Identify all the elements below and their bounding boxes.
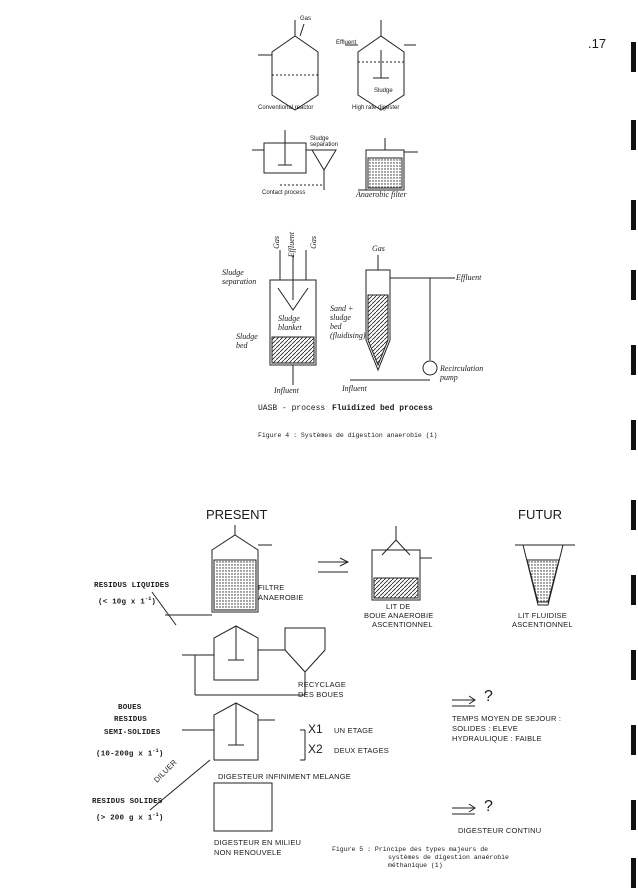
uasb-label-sludge-blanket: Sludge blanket <box>278 314 302 332</box>
label-fluidized-bed-process: Fluidized bed process <box>332 404 433 413</box>
label-filtre: FILTRE <box>258 583 285 592</box>
question-mark-2: ? <box>484 798 493 815</box>
label-solides-eleve: SOLIDES : ELEVE <box>452 724 518 733</box>
figure-5-caption-line-2: systèmes de digestion anaérobie <box>388 854 509 861</box>
arrow-q2 <box>452 803 476 815</box>
uasb-label-sludge-separation: Sludge separation <box>222 268 257 286</box>
label-deux-etages: DEUX ETAGES <box>334 746 389 755</box>
label-digesteur-continu: DIGESTEUR CONTINU <box>458 826 542 835</box>
diluer-arrow <box>149 759 211 811</box>
label-ascentionnel-2: ASCENTIONNEL <box>512 620 573 629</box>
fb-label-recirculation-pump: Recirculation pump <box>440 364 484 382</box>
label-lit-fluidise: LIT FLUIDISE <box>518 611 567 620</box>
filtre-anaerobie-diagram <box>165 525 272 616</box>
label-anaerobie: ANAEROBIE <box>258 593 304 602</box>
label-present: PRESENT <box>206 507 268 522</box>
page-number: .17 <box>588 36 607 51</box>
fb-label-sand-sludge: Sand + sludge bed (fluidising) <box>330 304 366 340</box>
lit-de-boue-diagram <box>318 526 432 601</box>
label-temps-moyen: TEMPS MOYEN DE SEJOUR : <box>452 714 562 723</box>
figure-5-caption-line-1: Figure 5 : Principe des types majeurs de <box>332 846 489 853</box>
fig4-label-high-rate: High rate digester <box>352 105 400 111</box>
label-digesteur-melange: DIGESTEUR INFINIMENT MELANGE <box>218 772 351 781</box>
label-residus-solides: RESIDUS SOLIDES <box>92 798 163 806</box>
recyclage-diagram <box>182 625 326 696</box>
digesteur-batch-diagram <box>213 782 273 832</box>
conventional-reactor-diagram <box>258 20 319 111</box>
fb-label-effluent: Effluent <box>456 273 482 282</box>
contact-process-diagram <box>252 130 337 190</box>
label-ascentionnel: ASCENTIONNEL <box>372 620 433 629</box>
label-futur: FUTUR <box>518 507 563 522</box>
label-boue-anaerobie: BOUE ANAEROBIE <box>364 611 434 620</box>
label-residus: RESIDUS <box>114 716 147 724</box>
fb-label-influent: Influent <box>342 384 367 393</box>
fb-label-gas: Gas <box>372 244 385 253</box>
fig4-label-gas: Gas <box>300 16 312 22</box>
lit-fluidise-diagram <box>515 544 575 606</box>
label-x2: X2 <box>308 742 323 756</box>
fig4-label-effluent: Effluent <box>336 40 357 46</box>
label-solides-value: (> 200 g x 1-1) <box>96 812 164 823</box>
fig4-label-anaerobic-filter: Anaerobic filter <box>356 190 407 199</box>
label-x1: X1 <box>308 722 323 736</box>
question-mark-1: ? <box>484 688 493 705</box>
fig4-label-sludge-separation: Sludge separation <box>310 136 339 148</box>
label-non-renouvele: NON RENOUVELE <box>214 848 282 857</box>
label-un-etage: UN ETAGE <box>334 726 374 735</box>
fig4-label-conventional: Conventional reactor <box>258 105 314 111</box>
label-des-boues: DES BOUES <box>298 690 344 699</box>
label-residus-liquides-value: (< 10g x 1-1) <box>98 596 157 607</box>
label-semi-solides: SEMI-SOLIDES <box>104 729 161 737</box>
label-hydraulique-faible: HYDRAULIQUE : FAIBLE <box>452 734 542 743</box>
label-semi-value: (10-200g x 1-1) <box>96 748 164 759</box>
uasb-label-influent: Influent <box>274 386 299 395</box>
digesteur-melange-diagram <box>182 702 306 761</box>
uasb-label-gas-2: Gas <box>309 236 318 249</box>
uasb-label-sludge-bed: Sludge bed <box>236 332 258 350</box>
label-boues: BOUES <box>118 704 142 712</box>
figure-5-caption-line-3: méthanique (1) <box>388 862 443 869</box>
figure-4-caption: Figure 4 : Systèmes de digestion anaerob… <box>258 432 438 439</box>
binding-marks <box>628 0 636 888</box>
uasb-label-effluent: Effluent <box>287 232 296 258</box>
label-digesteur-milieu: DIGESTEUR EN MILIEU <box>214 838 302 847</box>
uasb-label-gas: Gas <box>272 236 281 249</box>
liquides-pointer <box>151 591 177 626</box>
fig4-label-sludge: Sludge <box>374 88 393 94</box>
fluidized-bed-diagram <box>350 255 455 381</box>
fig4-label-contact-process: Contact process <box>262 190 306 196</box>
label-residus-liquides: RESIDUS LIQUIDES <box>94 582 170 590</box>
arrow-q1 <box>452 695 476 707</box>
anaerobic-filter-diagram <box>358 138 418 191</box>
uasb-diagram <box>269 250 317 385</box>
label-uasb-process: UASB - process <box>258 404 326 413</box>
high-rate-digester-diagram <box>345 20 416 111</box>
label-lit-de: LIT DE <box>386 602 411 611</box>
label-recyclage: RECYCLAGE <box>298 680 347 689</box>
